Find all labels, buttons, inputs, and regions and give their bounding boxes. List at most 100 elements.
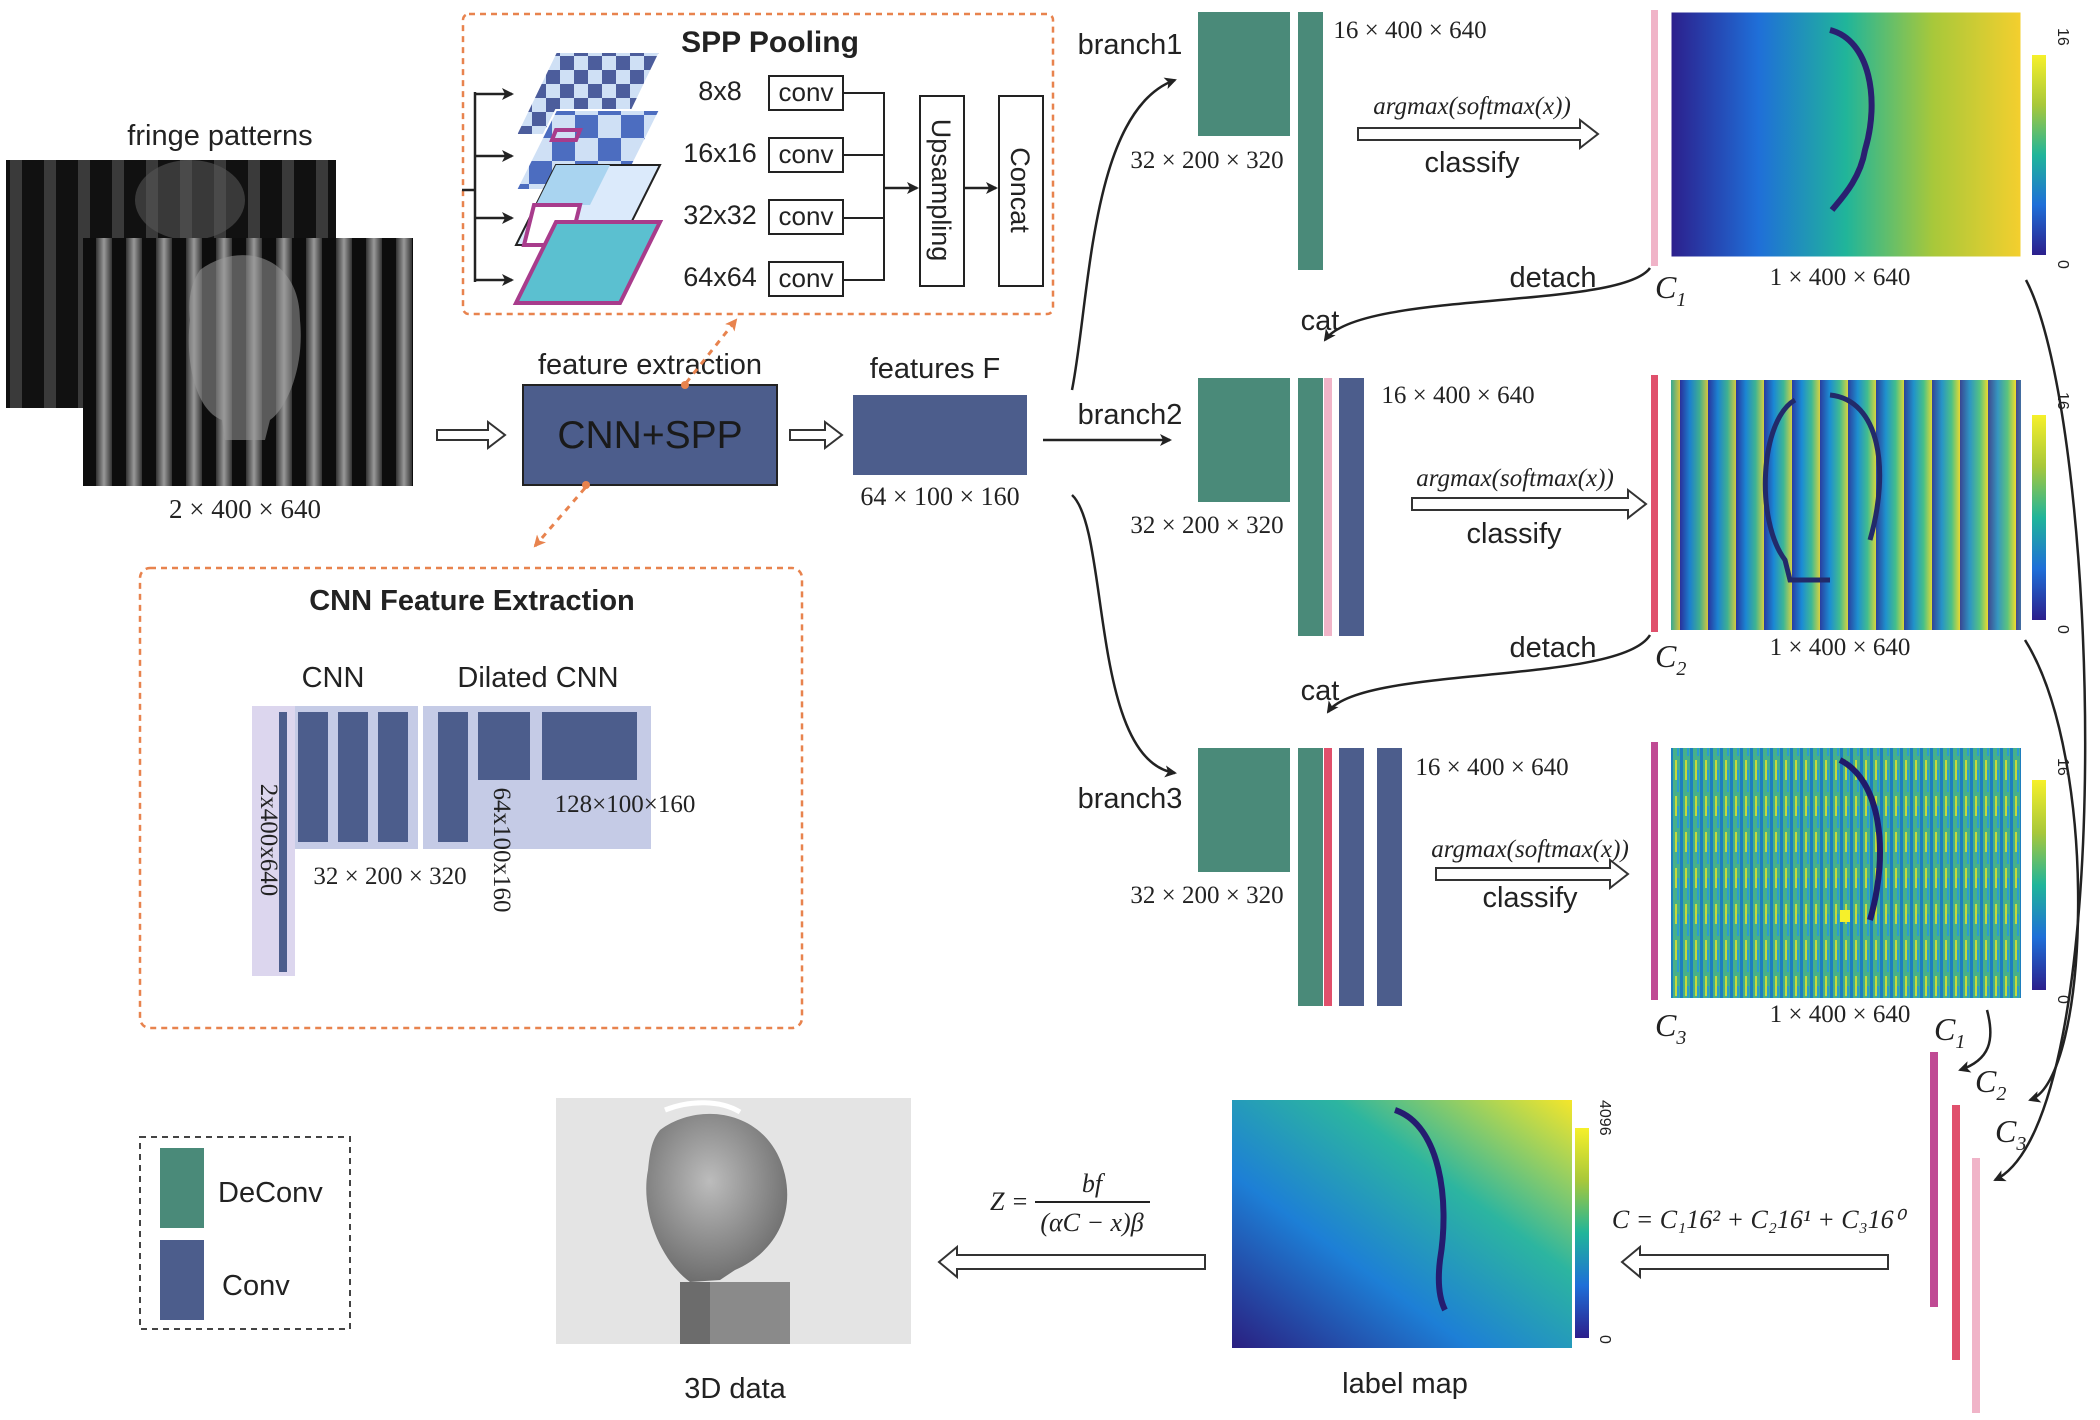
spp-row-op: conv	[779, 77, 834, 107]
branch2-class: C2	[1655, 638, 1686, 680]
spp-row-size: 16x16	[683, 138, 757, 168]
3d-data-title: 3D data	[684, 1373, 786, 1405]
spp-row-op: conv	[779, 139, 834, 169]
branch3-class: C3	[1655, 1007, 1686, 1049]
stack-label-c2: C2	[1975, 1063, 2006, 1105]
branch1-map-dims: 1 × 400 × 640	[1770, 264, 1911, 291]
input-title: fringe patterns	[127, 120, 312, 152]
stack-label-c3: C3	[1995, 1113, 2026, 1155]
spp-row-op: conv	[779, 201, 834, 231]
legend-swatch-deconv	[160, 1148, 204, 1228]
features-dims: 64 × 100 × 160	[860, 482, 1019, 511]
branch1-op2: classify	[1424, 147, 1520, 179]
legend-swatch-conv	[160, 1240, 204, 1320]
legend-label-conv: Conv	[222, 1270, 290, 1302]
branch1-cb-max: 16	[2054, 28, 2071, 46]
spp-row-op: conv	[779, 263, 834, 293]
branch1-map	[1670, 11, 2022, 258]
branch2-out-dims: 16 × 400 × 640	[1381, 382, 1534, 409]
branch3-map-dims: 1 × 400 × 640	[1770, 1001, 1911, 1028]
branch2-deconv	[1198, 378, 1290, 502]
branch1-class-bar	[1651, 10, 1658, 266]
arrow-features-branch3	[1071, 494, 1177, 778]
branch1-out-dims: 16 × 400 × 640	[1333, 17, 1486, 44]
spp-row-size: 8x8	[698, 76, 742, 106]
branch2-conv	[1339, 378, 1364, 636]
fringe-image-front	[83, 238, 413, 486]
spp-panel	[461, 12, 1055, 316]
arrow-stack-to-labelmap	[1620, 1244, 1889, 1280]
branch3-map	[1671, 748, 2021, 998]
cat-label-2: cat	[1301, 675, 1340, 707]
spp-row-size: 32x32	[683, 200, 757, 230]
branch2-map	[1671, 380, 2021, 630]
extractor-box-label: CNN+SPP	[557, 414, 742, 457]
branch2-cb-max: 16	[2054, 392, 2071, 410]
stack-bar-c2	[1952, 1105, 1960, 1360]
cnn-panel	[138, 566, 804, 1030]
branch3-label: branch3	[1078, 783, 1183, 815]
stack-bar-c3	[1930, 1052, 1938, 1307]
branch3-conv-1	[1339, 748, 1364, 1006]
branch2-op: argmax(softmax(x))	[1416, 465, 1614, 492]
dilated-label: Dilated CNN	[457, 662, 618, 694]
arrow-extractor-to-features	[789, 419, 844, 451]
branch1-classify-arrow	[1357, 117, 1600, 151]
label-map-image	[1232, 1100, 1572, 1348]
detach-arrow-1	[1323, 267, 1652, 342]
branch3-class-bar	[1651, 742, 1658, 1000]
cnn-dim-cnn: 32 × 200 × 320	[313, 863, 466, 890]
branch3-deconv-dims: 32 × 200 × 320	[1130, 882, 1283, 909]
spp-row-size: 64x64	[683, 262, 757, 292]
link-to-cnn-panel	[533, 487, 587, 548]
branch3-out-dims: 16 × 400 × 640	[1415, 754, 1568, 781]
cnn-dim-dilated-2: 128×100×160	[555, 791, 696, 818]
3d-data-image	[556, 1098, 911, 1344]
branch2-class-bar	[1651, 375, 1658, 632]
branch2-deconv-thin	[1298, 378, 1323, 636]
branch2-c1-bar	[1324, 378, 1332, 636]
branch3-op: argmax(softmax(x))	[1431, 836, 1629, 863]
legend-box	[139, 1136, 351, 1330]
detach-arrow-2	[1326, 634, 1652, 714]
link-to-spp	[684, 318, 738, 384]
detach-label-1: detach	[1509, 262, 1596, 294]
branch1-deconv	[1198, 12, 1290, 136]
input-dims: 2 × 400 × 640	[169, 494, 321, 524]
arrow-features-branch1	[1070, 77, 1177, 391]
branch2-colorbar	[2032, 415, 2046, 620]
arrow-labelmap-to-3d	[937, 1244, 1206, 1280]
branch1-deconv-thin	[1298, 12, 1323, 270]
branch3-classify-arrow	[1435, 857, 1630, 891]
spp-pyramid	[462, 51, 664, 305]
branch2-cb-min: 0	[2054, 625, 2071, 634]
features-title: features F	[870, 353, 1001, 385]
branch3-colorbar	[2032, 780, 2046, 990]
extractor-top-label: feature extraction	[538, 349, 762, 381]
stack-bar-c1	[1972, 1158, 1980, 1413]
upsampling-box	[919, 95, 965, 287]
cnn-panel-title: CNN Feature Extraction	[309, 585, 635, 617]
arrow-c1-to-stack	[1993, 279, 2087, 1182]
formula-depth-lhs: Z =	[990, 1187, 1029, 1216]
label-map-title: label map	[1342, 1368, 1468, 1400]
label-map-cb-max: 4096	[1596, 1100, 1613, 1136]
branch1-deconv-dims: 32 × 200 × 320	[1130, 147, 1283, 174]
branch1-class: C1	[1655, 269, 1686, 311]
branch2-deconv-dims: 32 × 200 × 320	[1130, 512, 1283, 539]
branch3-deconv	[1198, 748, 1290, 872]
stack-label-c1: C1	[1934, 1011, 1965, 1053]
cat-label-1: cat	[1301, 305, 1340, 337]
concat-label: Concat	[1005, 147, 1035, 233]
upsampling-label: Upsampling	[926, 119, 956, 262]
branch3-cb-min: 0	[2054, 995, 2071, 1004]
label-map-colorbar	[1575, 1128, 1589, 1338]
spp-title: SPP Pooling	[681, 26, 859, 59]
branch2-classify-arrow	[1411, 487, 1648, 521]
branch1-label: branch1	[1078, 29, 1183, 61]
legend-label-deconv: DeConv	[218, 1177, 323, 1209]
branch2-op2: classify	[1466, 518, 1562, 550]
label-map-cb-min: 0	[1596, 1335, 1613, 1344]
branch1-colorbar	[2032, 55, 2046, 255]
formula-depth-denominator: (αC − x)β	[1040, 1208, 1143, 1237]
